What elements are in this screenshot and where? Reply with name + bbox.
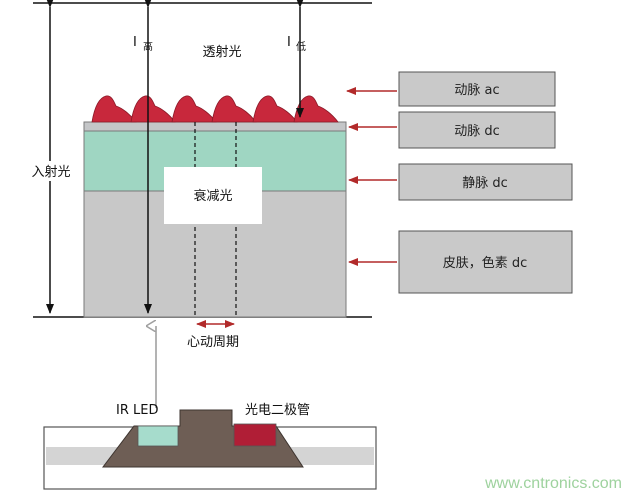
legend-box-skin-dc [398, 230, 573, 294]
pulse-bump-2 [130, 95, 176, 123]
artery-dc-strip [83, 121, 347, 132]
pulse-bump-4 [211, 95, 257, 123]
i-high-letter: I [133, 35, 137, 50]
pulse-bump-3 [171, 95, 217, 123]
pulse-bump-1 [91, 95, 137, 123]
transmitted-light-label: 透射光 [202, 44, 241, 60]
ir-led-label: IR LED [116, 403, 158, 418]
i-high-subscript: 高 [143, 40, 153, 53]
arterial-pulse-bumps [91, 95, 339, 123]
watermark: www.cntronics.com [484, 475, 622, 492]
cardiac-cycle-label: 心动周期 [187, 335, 239, 350]
incident-light-label-bg [30, 161, 74, 181]
legend-text-vein-dc: 静脉 dc [462, 176, 508, 191]
legend-box-artery-ac [398, 71, 556, 107]
attenuated-light-label: 衰减光 [193, 188, 232, 204]
i-low-subscript: 低 [296, 40, 306, 53]
legend-text-artery-dc: 动脉 dc [454, 124, 500, 139]
pulse-bump-5 [252, 95, 298, 123]
attenuated-light-box [164, 167, 262, 224]
incident-light-label: 入射光 [31, 164, 70, 180]
photodiode-label: 光电二极管 [245, 403, 310, 418]
ir-led [137, 425, 179, 447]
legend-box-vein-dc [398, 163, 573, 201]
i-low-letter: I [287, 35, 291, 50]
photodiode [233, 423, 277, 447]
legend-box-artery-dc [398, 111, 556, 149]
legend-text-artery-ac: 动脉 ac [454, 83, 499, 98]
legend-text-skin-dc: 皮肤，色素 dc [443, 255, 528, 271]
